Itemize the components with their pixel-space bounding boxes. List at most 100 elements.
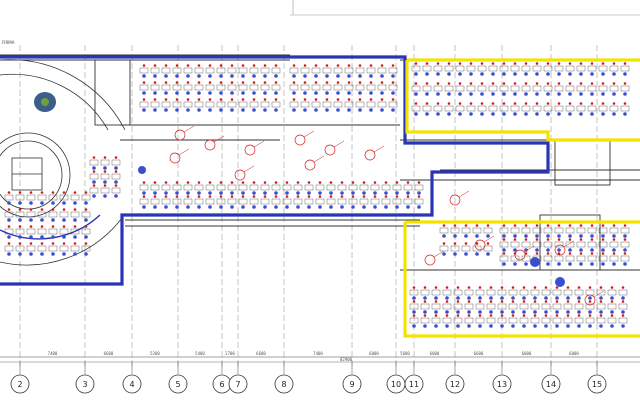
workstation — [359, 195, 369, 209]
workstation — [304, 195, 314, 209]
grid-axis-8: 8 — [274, 362, 294, 394]
dimension-label: 6600 — [256, 351, 266, 356]
workstation — [422, 82, 432, 96]
workstation — [433, 102, 443, 116]
workstation — [607, 314, 617, 328]
workstation — [311, 81, 321, 95]
workstation — [289, 81, 299, 95]
workstation — [464, 314, 474, 328]
workstation — [585, 314, 595, 328]
workstation — [530, 286, 540, 300]
workstation — [519, 286, 529, 300]
atrium-plant-core — [41, 98, 49, 106]
workstation — [543, 252, 553, 266]
grid-axis-10: 10 — [386, 362, 406, 394]
workstation — [439, 242, 449, 256]
workstation — [508, 300, 518, 314]
workstation — [596, 314, 606, 328]
workstation — [183, 98, 193, 112]
workstation — [483, 224, 493, 238]
workstation — [499, 252, 509, 266]
workstation — [227, 195, 237, 209]
workstation — [554, 224, 564, 238]
workstation — [444, 102, 454, 116]
workstation — [205, 81, 215, 95]
workstation — [543, 102, 553, 116]
dimension-label: 2700 — [225, 351, 235, 356]
workstation — [620, 224, 630, 238]
workstation — [111, 156, 121, 170]
workstation — [510, 102, 520, 116]
workstation — [519, 314, 529, 328]
workstation — [455, 82, 465, 96]
workstation — [532, 224, 542, 238]
workstation — [587, 82, 597, 96]
workstation — [609, 224, 619, 238]
workstation — [161, 64, 171, 78]
dimension-label: 7400 — [48, 351, 58, 356]
workstation — [355, 81, 365, 95]
workstation — [348, 195, 358, 209]
workstation — [81, 208, 91, 222]
workstation — [453, 300, 463, 314]
workstation — [488, 62, 498, 76]
workstation — [392, 195, 402, 209]
workstation — [554, 62, 564, 76]
workstation — [205, 64, 215, 78]
workstation — [322, 98, 332, 112]
workstation — [521, 238, 531, 252]
workstation — [510, 238, 520, 252]
workstation — [26, 242, 36, 256]
workstation — [377, 81, 387, 95]
dimension-label: 6000 — [430, 351, 440, 356]
workstation — [348, 181, 358, 195]
workstation — [289, 64, 299, 78]
workstation — [574, 300, 584, 314]
annotation-circle — [449, 194, 461, 206]
workstation — [311, 98, 321, 112]
workstation — [355, 64, 365, 78]
workstation — [139, 64, 149, 78]
workstation — [532, 238, 542, 252]
workstation — [450, 224, 460, 238]
workstation — [59, 208, 69, 222]
workstation — [37, 191, 47, 205]
workstation — [366, 81, 376, 95]
annotation-circle — [304, 159, 316, 171]
workstation — [311, 64, 321, 78]
workstation — [576, 238, 586, 252]
workstation — [48, 208, 58, 222]
workstation — [609, 252, 619, 266]
workstation — [227, 181, 237, 195]
workstation — [388, 81, 398, 95]
workstation — [574, 286, 584, 300]
workstation — [227, 98, 237, 112]
workstation — [565, 224, 575, 238]
grid-axis-7: 7 — [228, 362, 248, 394]
workstation — [172, 181, 182, 195]
workstation — [337, 195, 347, 209]
workstation — [59, 191, 69, 205]
workstation — [552, 286, 562, 300]
workstation — [15, 191, 25, 205]
workstation — [576, 102, 586, 116]
red-annotation-marks — [138, 125, 605, 306]
workstation — [388, 98, 398, 112]
workstation — [455, 102, 465, 116]
workstation — [194, 81, 204, 95]
workstation — [366, 98, 376, 112]
workstation — [521, 224, 531, 238]
workstation — [464, 286, 474, 300]
svg-text:14: 14 — [546, 380, 556, 389]
grid-axis-4: 4 — [122, 362, 142, 394]
workstation — [475, 314, 485, 328]
svg-text:11: 11 — [409, 380, 419, 389]
dimension-label: 5200 — [150, 351, 160, 356]
workstation — [618, 286, 628, 300]
workstation — [300, 98, 310, 112]
workstation — [238, 181, 248, 195]
annotation-circle — [514, 249, 526, 261]
workstation — [466, 102, 476, 116]
workstation — [271, 181, 281, 195]
